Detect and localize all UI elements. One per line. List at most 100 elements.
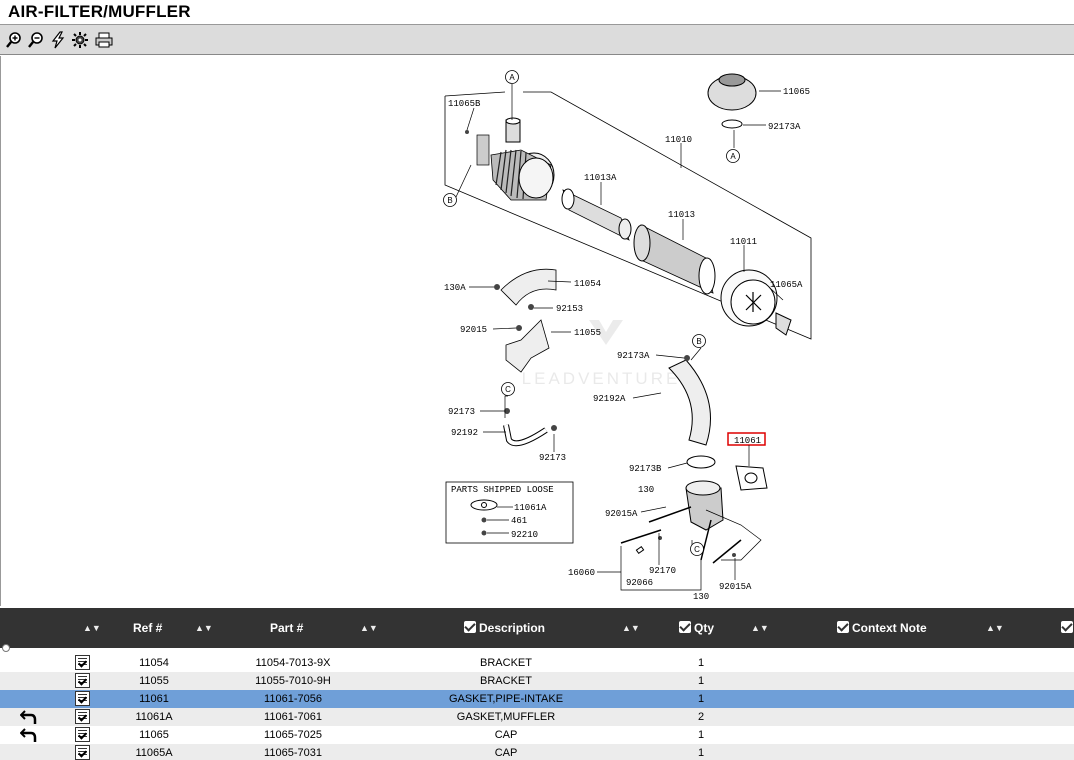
header-description[interactable]: Description: [464, 608, 545, 648]
label-11061A[interactable]: 11061A: [514, 503, 547, 513]
cell-qty: 1: [697, 675, 705, 687]
label-92173A-mid[interactable]: 92173A: [617, 351, 650, 361]
extra-column-checkbox[interactable]: [1061, 621, 1073, 633]
description-column-checkbox[interactable]: [464, 621, 476, 633]
cell-part: 11054-7013-9X: [255, 657, 331, 669]
return-arrow-icon[interactable]: [20, 708, 38, 726]
label-16060[interactable]: 16060: [568, 568, 595, 578]
label-11010[interactable]: 11010: [665, 135, 692, 145]
title-bar: AIR-FILTER/MUFFLER: [0, 0, 1074, 25]
label-130-bottom[interactable]: 130: [693, 592, 709, 602]
label-92170[interactable]: 92170: [649, 566, 676, 576]
return-arrow-icon[interactable]: [20, 726, 38, 744]
qty-column-checkbox[interactable]: [679, 621, 691, 633]
bracket-11054[interactable]: [500, 268, 557, 306]
cell-description: CAP: [494, 729, 518, 741]
label-92015A[interactable]: 92015A: [605, 509, 638, 519]
sort-description-icon[interactable]: ▲▼: [622, 623, 640, 633]
label-92173[interactable]: 92173: [448, 407, 475, 417]
zoom-out-icon: [28, 32, 43, 48]
outer-element[interactable]: [633, 224, 716, 295]
label-130-top[interactable]: 130: [638, 485, 654, 495]
svg-text:PARTS SHIPPED LOOSE: PARTS SHIPPED LOOSE: [451, 485, 554, 495]
label-11065[interactable]: 11065: [783, 87, 810, 97]
settings-button[interactable]: [70, 30, 90, 50]
zoom-in-button[interactable]: [4, 30, 24, 50]
label-11054[interactable]: 11054: [574, 279, 601, 289]
header-context-note[interactable]: Context Note: [837, 608, 927, 648]
intake-pipe[interactable]: [685, 480, 724, 531]
label-92173A-top[interactable]: 92173A: [768, 122, 801, 132]
header-ref[interactable]: Ref #: [133, 621, 163, 635]
label-92173B[interactable]: 92173B: [629, 464, 662, 474]
gasket-11061[interactable]: [735, 465, 768, 491]
label-11061[interactable]: 11061: [734, 436, 761, 446]
zoom-in-icon: [6, 32, 21, 48]
sort-qty-icon[interactable]: ▲▼: [751, 623, 769, 633]
label-11013A[interactable]: 11013A: [584, 173, 617, 183]
sort-ref-icon[interactable]: ▲▼: [195, 623, 213, 633]
document-icon[interactable]: [75, 673, 90, 688]
toolbar: [0, 25, 1074, 55]
print-button[interactable]: [94, 30, 114, 50]
document-icon[interactable]: [75, 709, 90, 724]
cell-description: BRACKET: [480, 675, 532, 687]
cell-qty: 1: [697, 657, 705, 669]
cell-qty: 1: [697, 693, 705, 705]
label-92192A[interactable]: 92192A: [593, 394, 626, 404]
svg-text:C: C: [694, 545, 700, 554]
print-icon: [95, 32, 113, 48]
label-461[interactable]: 461: [511, 516, 527, 526]
label-92153[interactable]: 92153: [556, 304, 583, 314]
svg-text:A: A: [509, 73, 515, 82]
cap-11065[interactable]: [707, 73, 757, 129]
highlight-button[interactable]: [48, 30, 68, 50]
svg-text:B: B: [447, 196, 452, 205]
intake-hose[interactable]: [668, 359, 716, 469]
sort-part-icon[interactable]: ▲▼: [360, 623, 378, 633]
label-11055[interactable]: 11055: [574, 328, 601, 338]
bracket-11055[interactable]: [505, 319, 550, 373]
diagram-svg: LEADVENTURE: [443, 70, 812, 602]
label-11065A[interactable]: 11065A: [770, 280, 803, 290]
svg-text:A: A: [730, 152, 736, 161]
label-92015A-b[interactable]: 92015A: [719, 582, 752, 592]
label-92015[interactable]: 92015: [460, 325, 487, 335]
inner-element[interactable]: [561, 188, 632, 241]
label-92173-b[interactable]: 92173: [539, 453, 566, 463]
air-cleaner-cover[interactable]: [720, 269, 792, 336]
svg-text:B: B: [696, 337, 701, 346]
document-icon[interactable]: [75, 727, 90, 742]
cell-description: GASKET,MUFFLER: [456, 711, 556, 723]
svg-text:LEADVENTURE: LEADVENTURE: [522, 369, 681, 388]
document-icon[interactable]: [75, 691, 90, 706]
svg-text:C: C: [505, 385, 511, 394]
scroll-indicator[interactable]: [2, 644, 10, 652]
header-part[interactable]: Part #: [270, 621, 304, 635]
label-11011[interactable]: 11011: [730, 237, 757, 247]
document-icon[interactable]: [75, 655, 90, 670]
air-cleaner-housing[interactable]: [476, 117, 555, 201]
cell-qty: 1: [697, 729, 705, 741]
label-130A[interactable]: 130A: [444, 283, 466, 293]
header-qty[interactable]: Qty: [679, 608, 714, 648]
grid-header: ▲▼ Ref # ▲▼ Part # ▲▼ Description ▲▼ Qty…: [0, 608, 1074, 648]
label-11065B[interactable]: 11065B: [448, 99, 481, 109]
header-extra-column[interactable]: [1061, 608, 1074, 648]
label-92210[interactable]: 92210: [511, 530, 538, 540]
label-11013[interactable]: 11013: [668, 210, 695, 220]
label-92066[interactable]: 92066: [626, 578, 653, 588]
label-92192[interactable]: 92192: [451, 428, 478, 438]
document-icon[interactable]: [75, 745, 90, 760]
sort-context-note-icon[interactable]: ▲▼: [986, 623, 1004, 633]
sort-icon[interactable]: ▲▼: [83, 623, 101, 633]
zoom-out-button[interactable]: [26, 30, 46, 50]
cell-part: 11065-7031: [264, 747, 322, 759]
context-note-column-checkbox[interactable]: [837, 621, 849, 633]
